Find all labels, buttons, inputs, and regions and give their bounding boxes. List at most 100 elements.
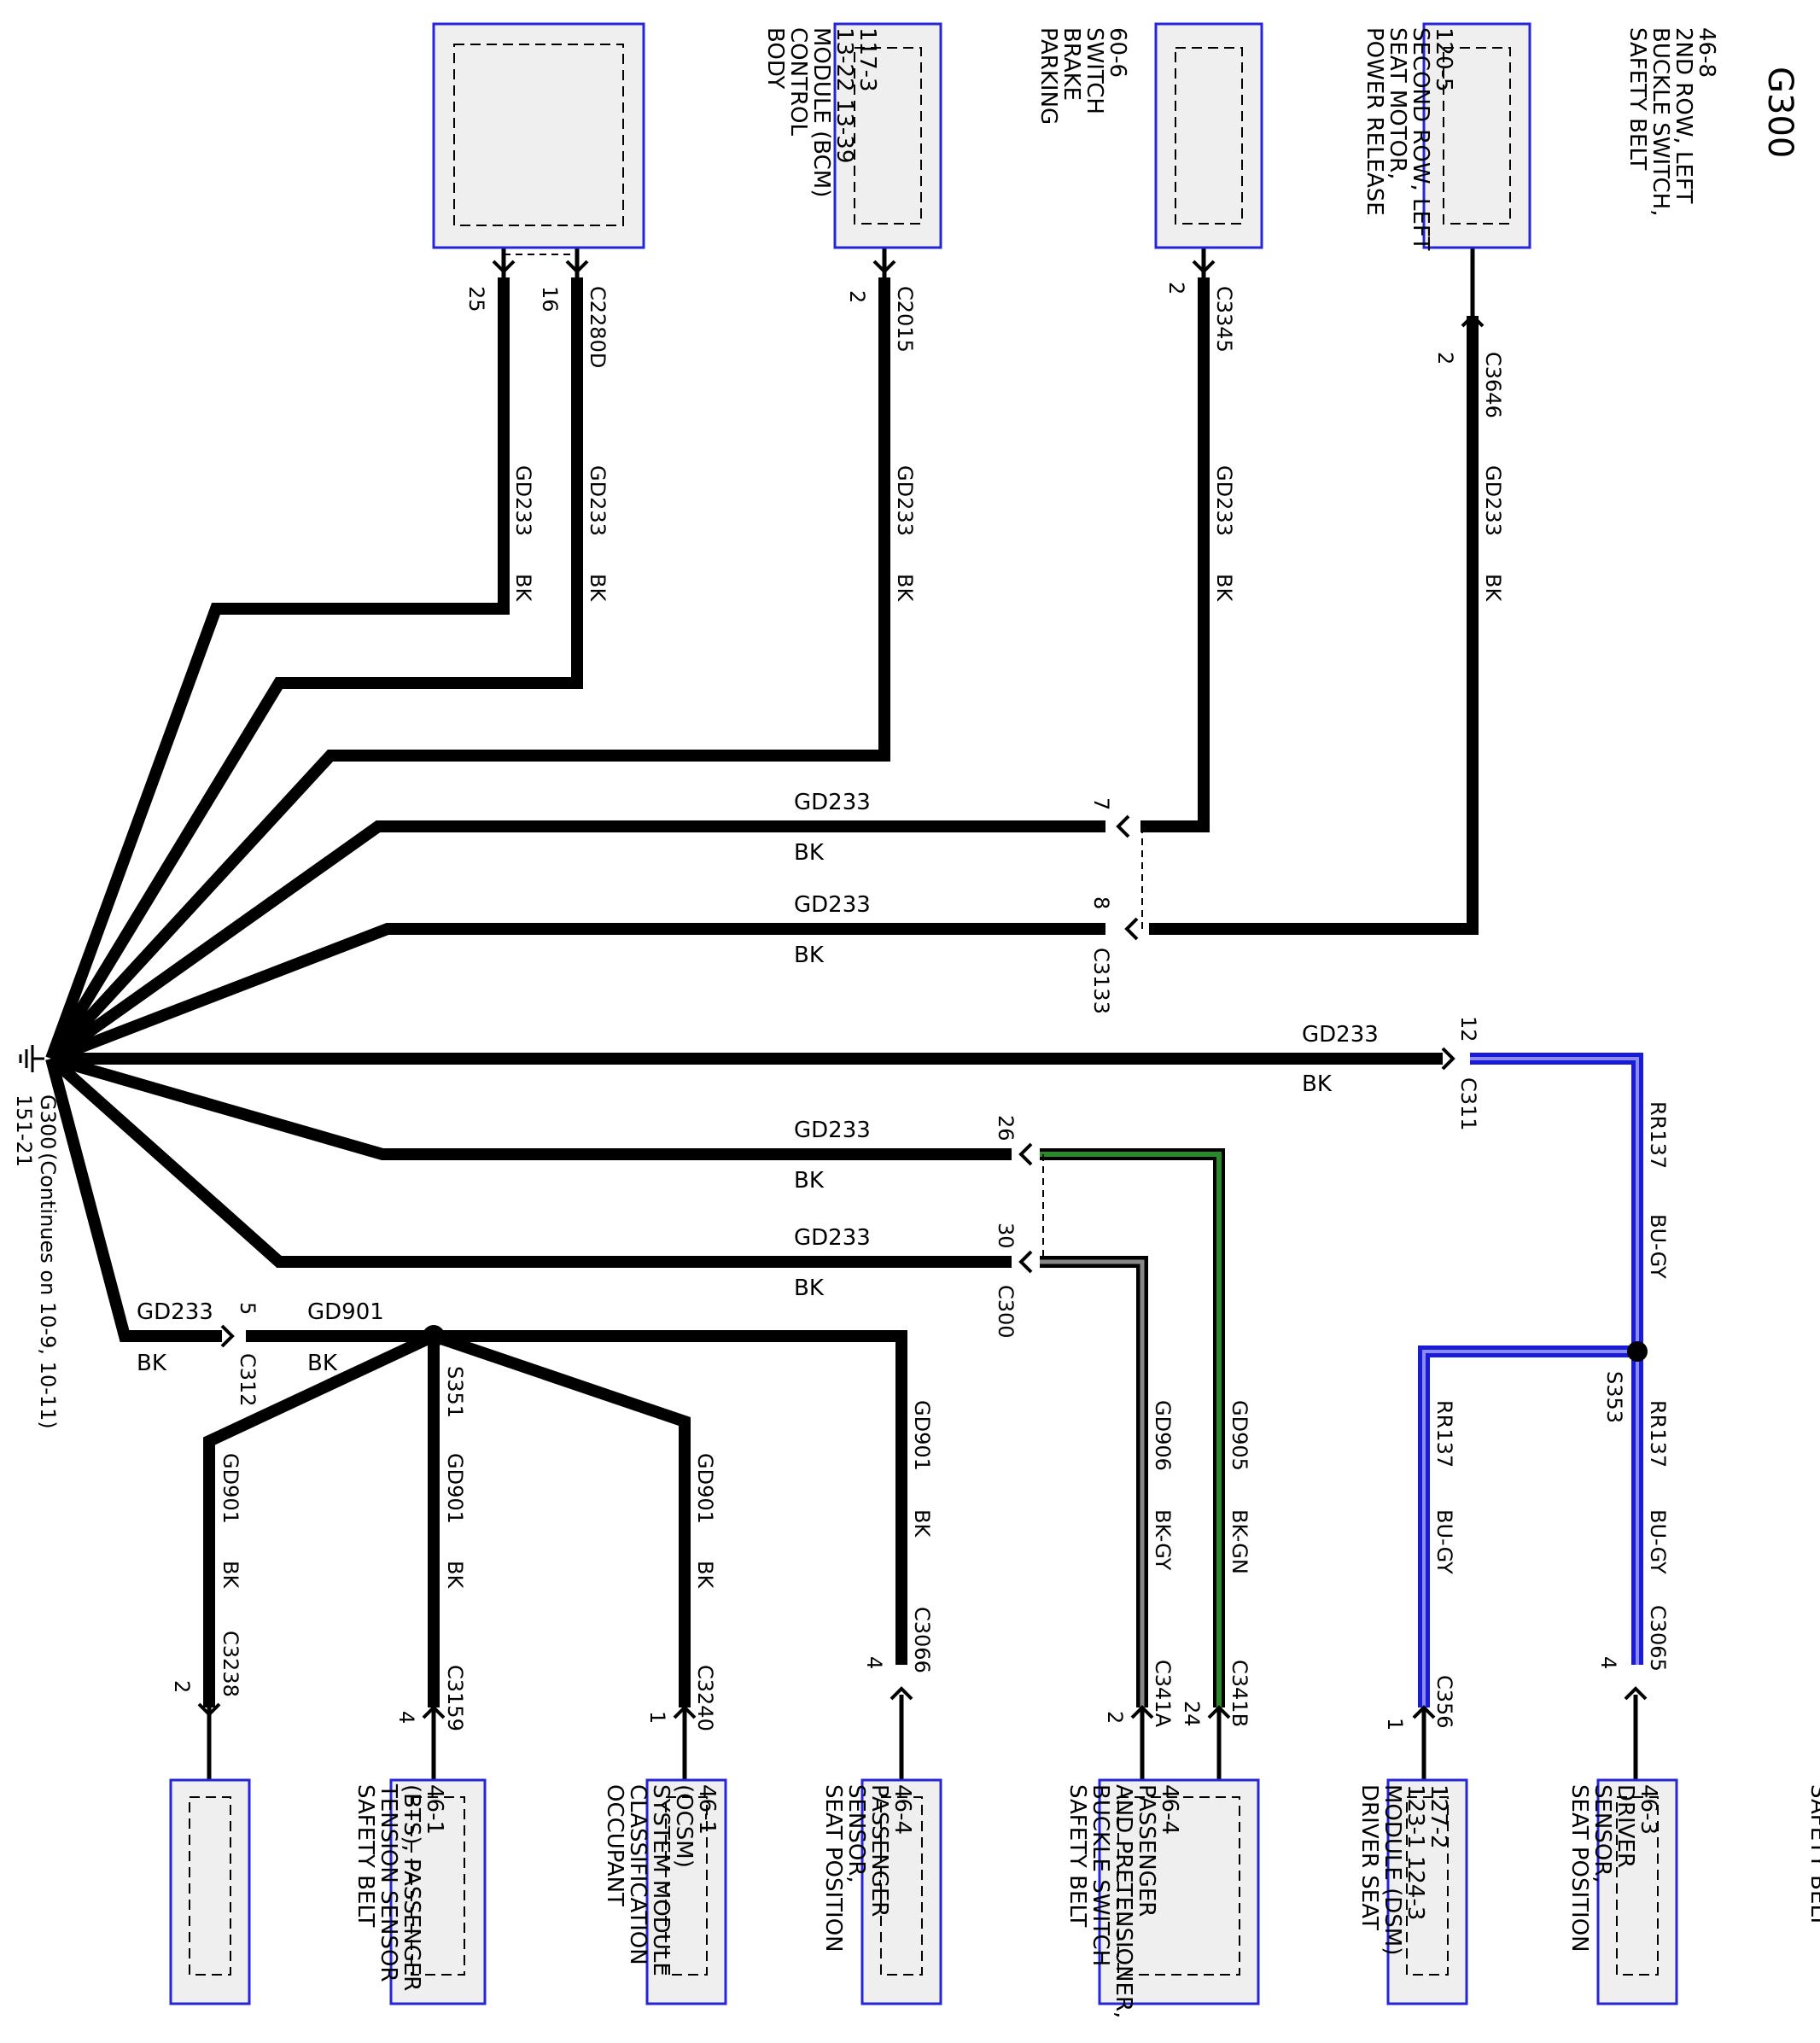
color-label: BK [443,1561,467,1589]
component-labels: BODYCONTROLMODULE (BCM)13-22 13-39117-3 … [353,27,1820,2018]
ground-ref: 151-21 [12,1094,36,1167]
label-power-release: POWER RELEASESEAT MOTOR,SECOND ROW, LEFT… [1362,27,1456,250]
horizontal-wire-labels: GD233 BK GD233 BK GD233 BK GD233 BK GD23… [137,790,1379,1376]
wire-bundle-bk [45,277,1479,1342]
connector-label: C3240 [693,1665,717,1731]
color-label: BK [1212,574,1236,602]
pin-label: 1 [645,1711,669,1724]
connector-label: C341B [1228,1660,1251,1727]
wire-gd905 [1040,1148,1225,1707]
circuit-label: GD901 [219,1453,242,1524]
box-parking-brake [833,22,942,249]
box-sb-drv [1596,1778,1678,2005]
pin-label: 4 [862,1656,886,1669]
circuit-label: GD906 [1151,1400,1175,1471]
label-line: 46-4 [890,1784,915,1835]
wire-s351-c3066 [434,1330,907,1665]
circuit-label: GD233 [1302,1022,1379,1048]
label-line: (BTS), PASSENGER [399,1784,424,1991]
circuit-label: GD901 [910,1400,934,1471]
wire-s351-bts [203,1330,436,1707]
label-sb-pass: SAFETY BELTBUCKLE SWITCHAND PRETENSIONER… [1065,1784,1182,2018]
label-line: DRIVER SEAT [1356,1784,1382,1930]
box-power-release [1154,22,1263,249]
wire-rr137 [1418,1053,1643,1707]
circuit-label: GD901 [443,1453,467,1524]
circuit-label: GD901 [693,1453,717,1524]
color-label: BK [586,574,610,602]
connector-label: C341A [1151,1660,1175,1728]
label-dsm: DRIVER SEATMODULE (DSM)123-1 124-3127-2 [1356,1784,1451,1955]
wire-c3646 [1149,316,1479,935]
label-line: CONTROL [785,27,811,136]
circuit-label: GD233 [137,1299,213,1325]
label-line: 117-3 [855,27,880,92]
splice-label: S351 [443,1366,467,1418]
label-line: 13-22 13-39 [831,27,857,163]
color-label: BK [137,1351,167,1376]
box-seat-pos-pass [645,1778,727,2005]
vertical-wire-labels: 25 16 C2280D GD233 BK GD233 BK 2 C2015 G… [170,282,1670,1731]
label-line: POWER RELEASE [1362,27,1387,216]
label-line: 120-5 [1431,27,1456,92]
splice-s351 [423,1325,445,1347]
wire-parking-brake [46,277,890,1063]
connector-label: C3238 [219,1631,242,1697]
label-line: CLASSIFICATION [625,1784,650,1965]
color-label: BK [1481,574,1505,602]
pin-label: 2 [170,1680,194,1693]
circuit-label: GD233 [1481,465,1505,536]
circuit-label: GD233 [794,892,871,918]
color-label: BK [794,840,825,866]
circuit-label: GD233 [586,465,610,536]
label-line: SEAT POSITION [1566,1784,1592,1953]
label-line: 60-6 [1105,27,1130,78]
wire-c300-26 [50,1053,1012,1160]
pin-label: 4 [394,1711,418,1724]
ground-icon [19,1045,44,1072]
pin-label: 7 [1089,797,1113,810]
ground-labels: G300 (Continues on 10-9, 10-11) 151-21 [12,1094,60,1429]
label-line: MODULE (DSM) [1380,1784,1405,1955]
label-line: SENSOR, [1590,1784,1615,1883]
label-line: SAFETY BELT [1065,1784,1090,1927]
connector-label: C3646 [1481,352,1505,418]
pin-label: 24 [1180,1701,1204,1727]
label-line: BODY [762,27,788,89]
label-line: SAFETY BELT [1625,27,1650,170]
connector-label: C3066 [910,1607,934,1673]
color-label: BK [307,1351,338,1376]
wire-gd901-branches [203,1330,907,1707]
label-sb-tension: SAFETY BELTTENSION SENSOR(BTS), PASSENGE… [353,1783,447,1991]
label-line: SECOND ROW, LEFT [1408,27,1433,250]
box-bcm [432,22,645,249]
label-line: PASSENGER [866,1784,892,1917]
label-line: 46-8 [1694,27,1719,78]
label-line: PARKING [1035,27,1061,125]
color-label: BK [794,943,825,968]
box-dsm [1098,1778,1260,2005]
wire-s351-spp [431,1330,691,1707]
connector-label: C3133 [1089,948,1113,1014]
label-line: 127-2 [1426,1784,1451,1849]
wire-c3133-7 [47,820,1105,1064]
label-line: 2ND ROW, LEFT [1671,27,1696,203]
label-line: 123-1 124-3 [1403,1784,1428,1920]
label-line: BRAKE [1059,27,1084,101]
pin-label: 2 [1433,352,1457,365]
circuit-label: RR137 [1432,1400,1456,1468]
color-label: BU-GY [1432,1509,1456,1574]
ground-label: G300 [36,1094,60,1149]
connector-label: C2015 [893,286,917,353]
wire-gd906-stripe [1040,1259,1145,1707]
label-bcm: BODYCONTROLMODULE (BCM)13-22 13-39117-3 [762,27,880,197]
label-line: DRIVER [1613,1784,1638,1868]
wire-bcm-16 [46,277,583,1062]
circuit-label: GD901 [307,1299,384,1325]
box-sb-pass [860,1778,942,2005]
ground-note: (Continues on 10-9, 10-11) [36,1153,60,1429]
pin-label: 8 [1089,896,1113,909]
connector-label: C356 [1432,1675,1456,1729]
connector-chevrons [197,260,1648,1719]
